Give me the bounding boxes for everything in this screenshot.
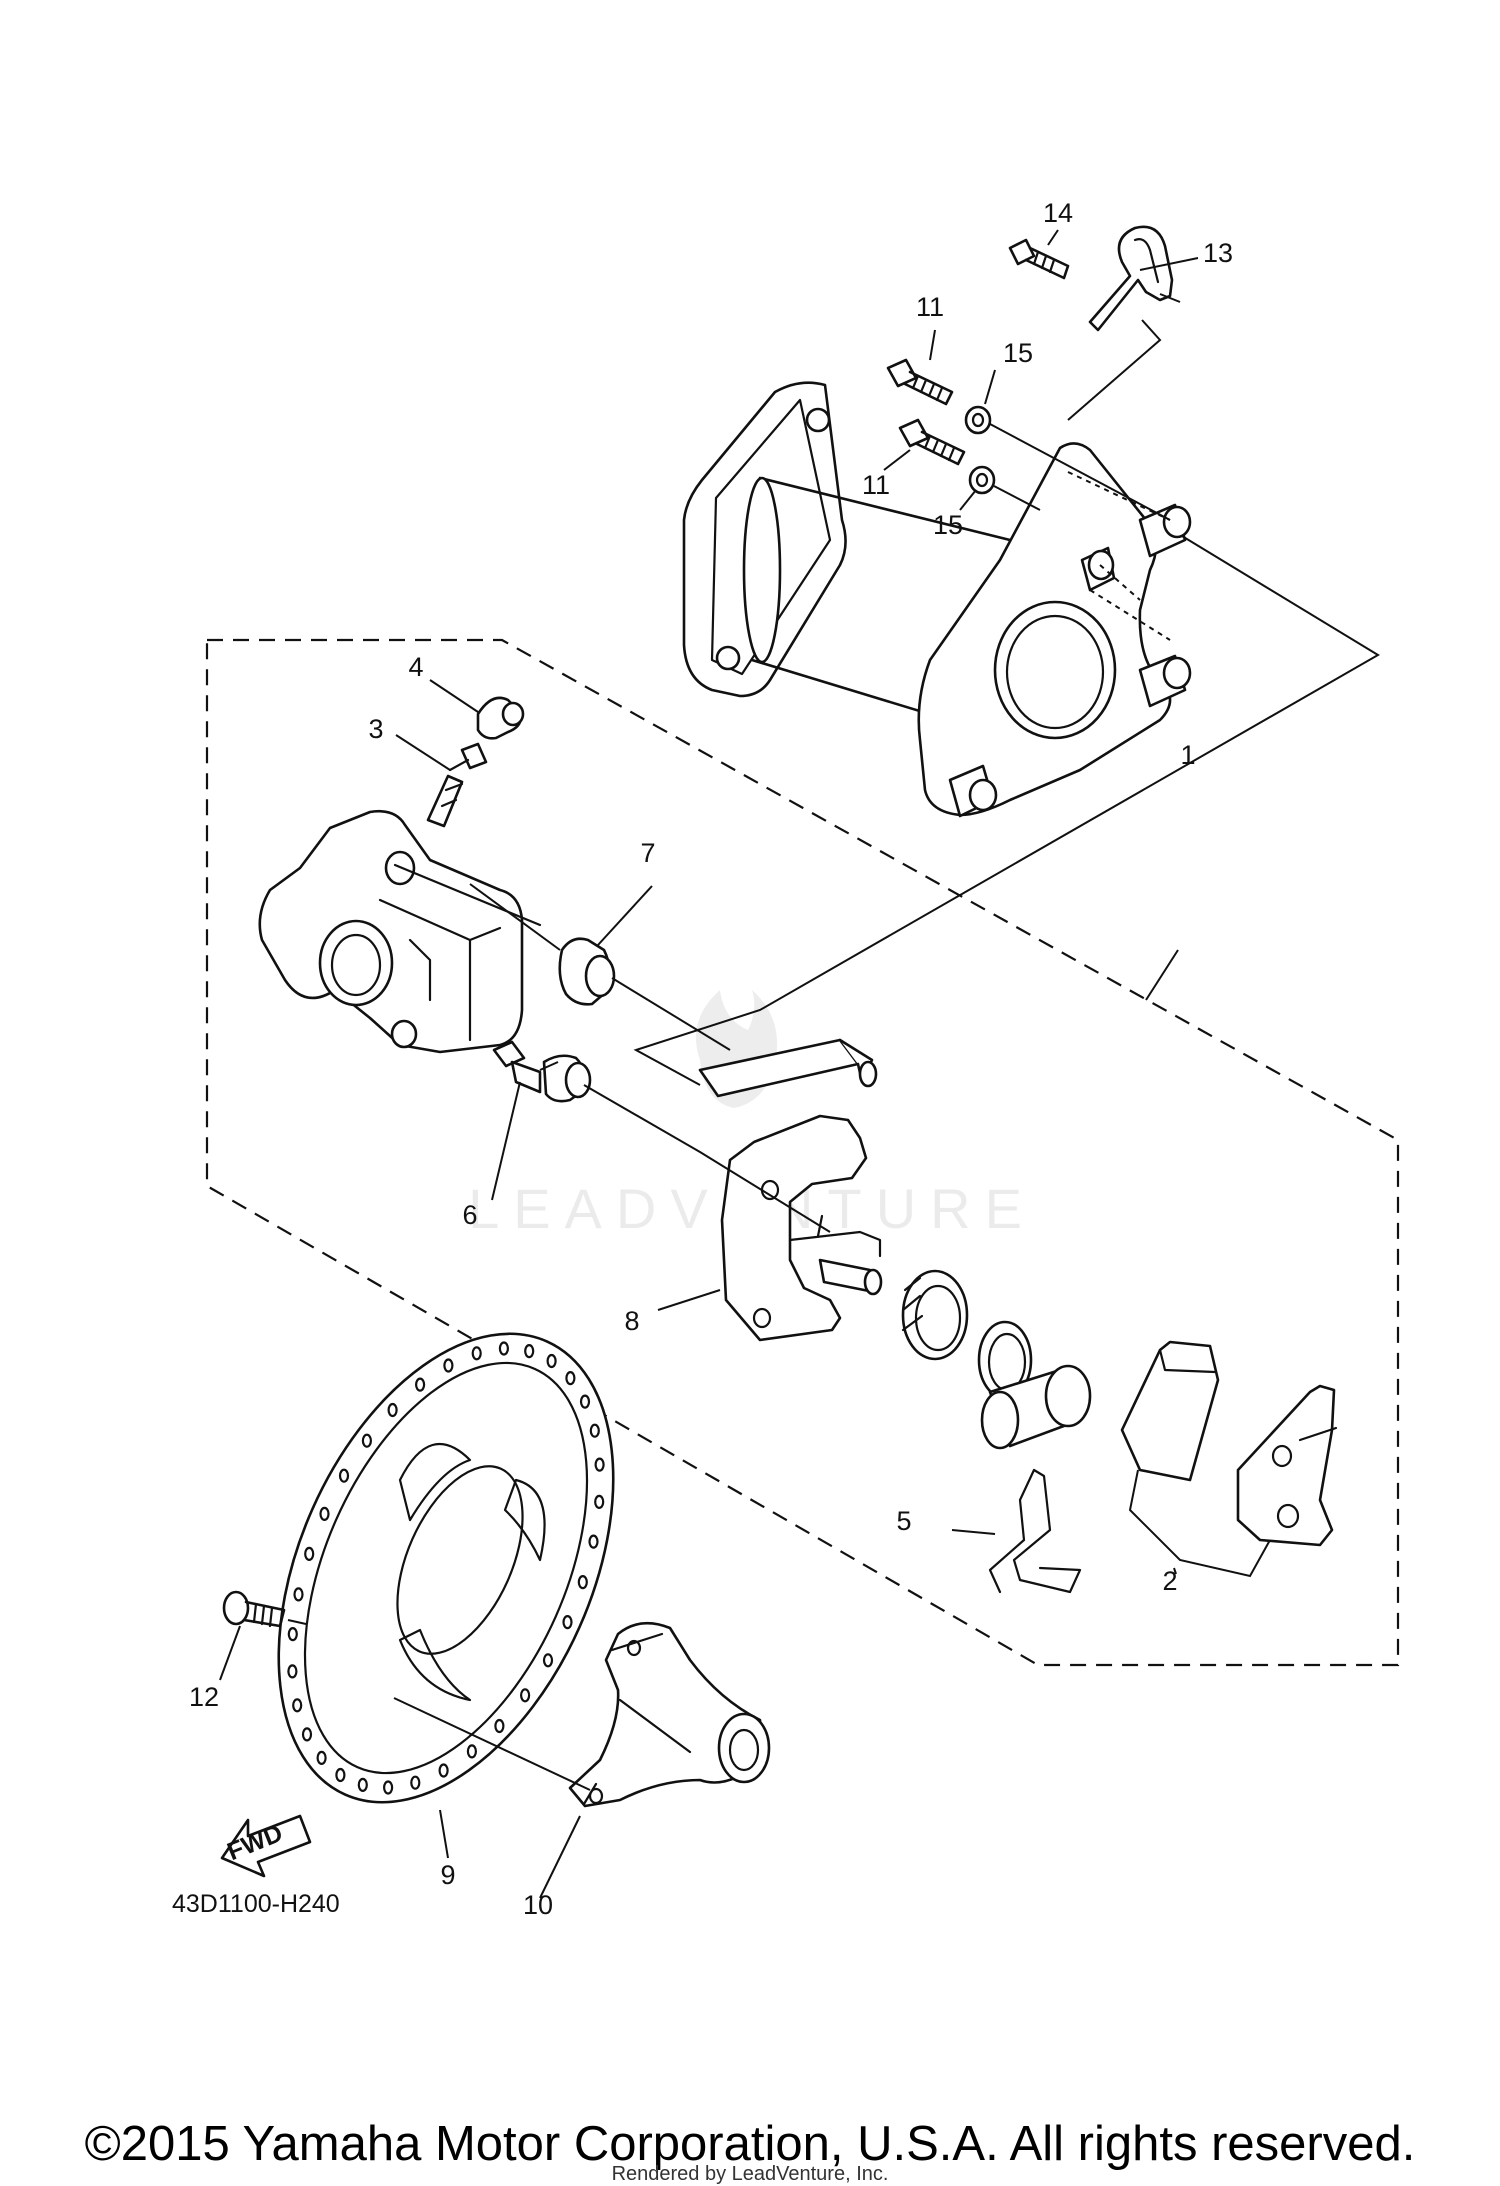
alignment-lines-caliper	[469, 883, 831, 1233]
washer-15-upper	[964, 405, 992, 435]
disc-vent-hole	[579, 1394, 591, 1409]
disc-vent-hole	[293, 1587, 304, 1602]
brake-disc-9	[277, 1332, 615, 1804]
callout-11-upper: 11	[916, 292, 944, 322]
disc-vent-hole	[335, 1767, 346, 1783]
disc-vent-holes	[287, 1341, 605, 1795]
disc-vent-hole	[494, 1718, 505, 1734]
disc-vent-hole	[287, 1626, 298, 1642]
disc-vent-hole	[577, 1574, 588, 1590]
caliper-assembly-boundary	[205, 638, 1400, 1667]
brake-pad-front	[1120, 1340, 1220, 1482]
callout-9: 9	[440, 1860, 455, 1890]
washer-15-lower	[968, 465, 996, 495]
bolt-14	[1008, 238, 1070, 280]
diagram-code: 43D1100-H240	[172, 1890, 340, 1918]
callout-7: 7	[640, 838, 655, 868]
disc-vent-hole	[415, 1377, 426, 1392]
callout-4: 4	[408, 652, 423, 682]
bolt-11-upper	[886, 358, 954, 406]
callout-15-lower: 15	[933, 510, 963, 540]
disc-vent-hole	[466, 1744, 477, 1759]
copyright-notice: ©2015 Yamaha Motor Corporation, U.S.A. A…	[84, 2117, 1416, 2171]
callout-5: 5	[896, 1506, 911, 1536]
hub-10	[568, 1621, 771, 1808]
clip-13	[1088, 225, 1174, 332]
forward-direction-arrow: FWD	[220, 1814, 312, 1878]
disc-vent-hole	[316, 1750, 327, 1766]
callout-11-lower: 11	[862, 470, 890, 500]
callout-14: 14	[1043, 198, 1073, 228]
alignment-lines-upper	[633, 319, 1380, 1086]
disc-vent-hole	[438, 1763, 449, 1778]
disc-vent-hole	[387, 1402, 398, 1418]
disc-vent-hole	[383, 1780, 394, 1795]
disc-vent-hole	[519, 1688, 531, 1703]
disc-vent-hole	[542, 1653, 554, 1668]
pad-spring-5	[988, 1468, 1082, 1594]
disc-vent-hole	[361, 1433, 372, 1448]
rendered-by-credit: Rendered by LeadVenture, Inc.	[611, 2163, 889, 2185]
callout-12: 12	[189, 1682, 219, 1712]
callout-8: 8	[624, 1306, 639, 1336]
support-bracket-8	[698, 1038, 883, 1342]
caliper-body	[258, 810, 542, 1054]
callout-numbers: 1 2 3 4 5 6 7 8 9 10 11 11 12 13 14 15 1…	[189, 198, 1233, 1920]
pin-bolt-6	[492, 1040, 592, 1103]
disc-bolt-12	[222, 1590, 286, 1628]
callout-2: 2	[1162, 1566, 1177, 1596]
disc-vent-hole	[562, 1614, 573, 1630]
disc-vent-hole	[589, 1423, 600, 1438]
callout-6: 6	[462, 1200, 477, 1230]
bolt-11-lower	[898, 418, 966, 466]
callout-10: 10	[523, 1890, 553, 1920]
disc-vent-hole	[546, 1353, 557, 1369]
bleed-screw-3	[426, 742, 488, 828]
callout-13: 13	[1203, 238, 1233, 268]
callout-3: 3	[368, 714, 383, 744]
disc-vent-hole	[319, 1506, 330, 1522]
disc-vent-hole	[357, 1777, 368, 1793]
disc-vent-hole	[287, 1664, 298, 1679]
disc-vent-hole	[304, 1546, 315, 1562]
piston-seal	[901, 1269, 969, 1361]
disc-vent-hole	[594, 1457, 605, 1472]
disc-vent-hole	[292, 1698, 303, 1713]
disc-vent-hole	[301, 1727, 313, 1742]
caliper-piston	[980, 1364, 1092, 1450]
caliper-bracket-housing	[682, 381, 1192, 818]
disc-vent-hole	[338, 1468, 350, 1483]
disc-vent-hole	[565, 1370, 576, 1386]
disc-vent-hole	[594, 1494, 605, 1510]
disc-vent-hole	[588, 1534, 599, 1549]
bleed-cap-4	[476, 696, 525, 740]
disc-vent-hole	[410, 1775, 421, 1790]
brake-pad-rear	[1236, 1384, 1338, 1547]
disc-vent-hole	[443, 1358, 454, 1373]
disc-vent-hole	[471, 1346, 482, 1361]
callout-leaders	[219, 229, 1199, 1899]
callout-1: 1	[1180, 740, 1195, 770]
disc-vent-hole	[524, 1343, 535, 1359]
callout-15-upper: 15	[1003, 338, 1033, 368]
boot-7	[558, 937, 616, 1006]
disc-vent-hole	[498, 1341, 509, 1356]
